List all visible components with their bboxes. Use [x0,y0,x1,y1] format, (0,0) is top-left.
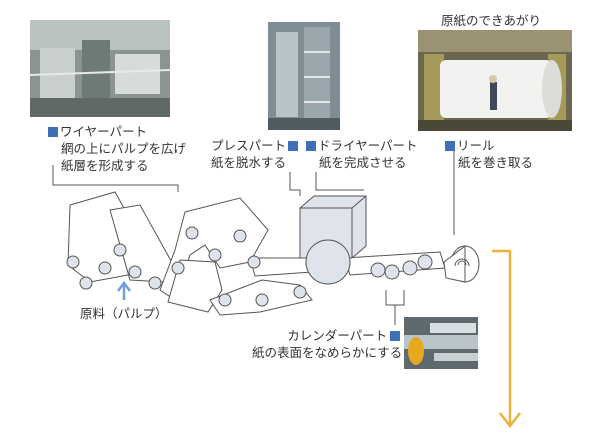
wire-part-bracket [52,165,179,192]
roller [171,261,185,275]
wire-part-label: ワイヤーパート 網の上にパルプを広げ 紙層を形成する [48,123,186,174]
label-marker [306,141,316,151]
press-part-photo [268,22,340,130]
dryer-part-label: ドライヤーパート 紙を完成させる [306,137,418,171]
press-part-title: プレスパート [211,138,287,153]
calender-part-title: カレンダーパート [287,328,388,343]
dryer-part-title: ドライヤーパート [318,138,418,153]
press-part-label: プレスパート 紙を脱水する [211,137,300,171]
roller [233,229,247,243]
label-marker [445,141,455,151]
roller [128,265,142,279]
pulp-input-arrow [117,280,131,300]
press-part-bracket [289,172,301,196]
reel-label: リール 紙を巻き取る [445,137,533,171]
calender-part-desc: 紙の表面をなめらかにする [252,345,403,360]
wire-part-photo [30,20,170,117]
wire-part-title: ワイヤーパート [60,124,148,139]
label-marker [288,141,299,151]
roller [79,276,93,290]
roller [255,293,269,307]
yankee-dryer-roll [305,239,351,285]
roller [66,255,80,269]
reel-photo [418,30,572,131]
roller [370,262,386,278]
calender-part-label: カレンダーパート 紙の表面をなめらかにする [252,327,402,361]
roller [218,293,232,307]
roller [208,248,222,262]
roller [384,264,400,280]
wire-part-desc-2: 紙層を形成する [61,158,149,173]
label-marker [390,331,401,341]
raw-material-label: 原料（パルプ） [80,306,168,321]
calender-bracket [385,290,405,306]
roller [148,276,162,290]
roller [185,226,199,240]
roller [113,243,127,257]
finished-paper-caption: 原紙のできあがり [441,13,542,28]
roller [293,285,307,299]
roller [417,254,433,270]
calender-photo [404,317,478,369]
roller [247,255,261,269]
dryer-hood [299,195,367,259]
press-part-desc: 紙を脱水する [211,155,287,170]
roller [402,260,418,276]
reel-title: リール [457,138,495,153]
dryer-part-desc: 紙を完成させる [319,155,407,170]
reel-desc: 紙を巻き取る [458,155,534,170]
flow-arrow [492,249,521,429]
roller [98,261,112,275]
label-marker [48,127,58,137]
wire-part-desc-1: 網の上にパルプを広げ [61,141,187,156]
dryer-part-bracket [315,172,364,191]
